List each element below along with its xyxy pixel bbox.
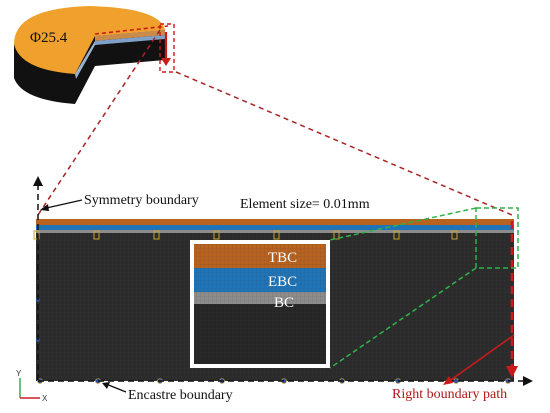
- symmetry-axis-head: [33, 176, 43, 186]
- cut-region-box: [159, 23, 175, 73]
- symmetry-pointer-head: [40, 204, 49, 211]
- diameter-label: Φ25.4: [30, 30, 68, 46]
- right-boundary-pointer-head: [443, 376, 453, 385]
- zoom-link-top: [329, 207, 477, 241]
- inset-label-bc: BC: [274, 295, 294, 311]
- right-boundary-path-label: Right boundary path: [392, 387, 507, 402]
- cut-arrow-head: [161, 58, 171, 66]
- disk-sample: Φ25.4: [14, 6, 175, 104]
- element-size-label: Element size= 0.01mm: [240, 197, 370, 212]
- encastre-pointer: [105, 383, 127, 393]
- disk-top: [14, 6, 165, 74]
- layer-ebc: [36, 225, 514, 230]
- zoom-link-bottom: [329, 267, 477, 369]
- right-boundary-arrow-head: [506, 366, 518, 378]
- layer-tbc: [36, 219, 514, 225]
- inset-label-ebc: EBC: [268, 274, 297, 290]
- inset-mesh: [194, 244, 326, 364]
- zoom-line-right: [175, 71, 513, 216]
- disk-layer-tbc: [95, 30, 165, 41]
- inset-zoom: TBC EBC BC: [190, 240, 330, 368]
- x-axis-label: X: [42, 394, 48, 403]
- disk-layer-ebc: [95, 35, 165, 45]
- disk-layer-edge: [75, 41, 95, 79]
- zoom-line-left: [37, 29, 161, 216]
- inset-label-tbc: TBC: [268, 250, 297, 266]
- symmetry-pointer: [41, 199, 83, 210]
- coordinate-triad: Y X: [16, 369, 48, 403]
- cut-line: [94, 25, 169, 35]
- symmetry-boundary-label: Symmetry boundary: [84, 193, 199, 208]
- encastre-axis-head: [523, 376, 533, 386]
- encastre-boundary-label: Encastre boundary: [128, 388, 233, 403]
- y-axis-label: Y: [16, 369, 22, 378]
- right-boundary-pointer: [447, 334, 515, 383]
- top-markers: [33, 230, 458, 240]
- zoom-region-box: [475, 207, 519, 269]
- encastre-pointer-head: [102, 382, 110, 389]
